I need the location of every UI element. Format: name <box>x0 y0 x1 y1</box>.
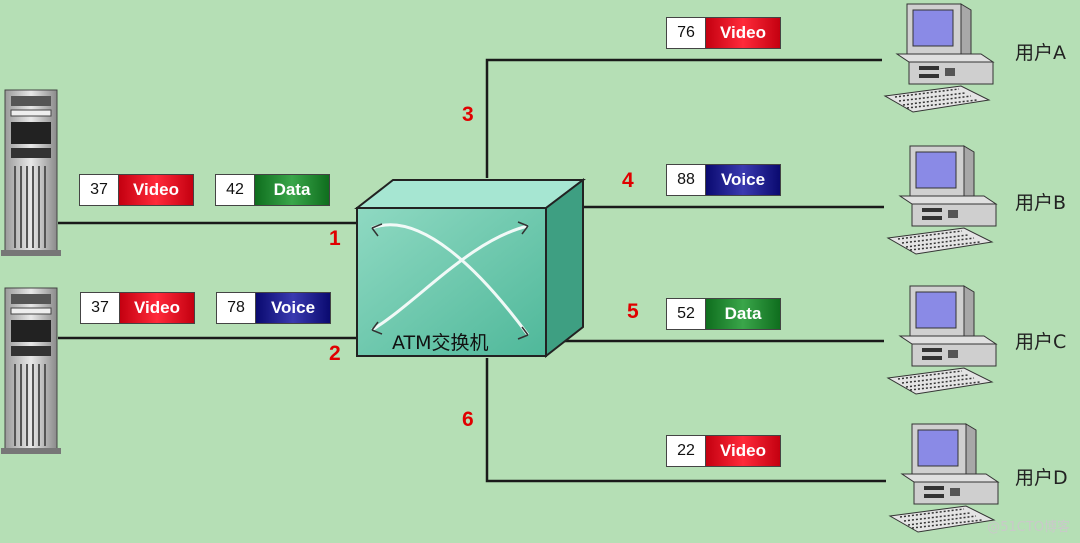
server-tower-icon <box>0 287 62 455</box>
desktop-computer-icon <box>887 145 997 255</box>
port-number: 1 <box>329 227 341 250</box>
cell-number: 22 <box>667 436 706 466</box>
cell-type: Voice <box>256 293 330 323</box>
port-number: 2 <box>329 342 341 365</box>
cell-number: 76 <box>667 18 706 48</box>
port-number: 6 <box>462 408 474 431</box>
cell-type: Data <box>255 175 329 205</box>
cell-type: Data <box>706 299 780 329</box>
user-label: 用户A <box>1015 42 1066 64</box>
atm-cell: 78 Voice <box>216 292 331 324</box>
atm-cell: 37 Video <box>79 174 194 206</box>
atm-cell: 37 Video <box>80 292 195 324</box>
atm-cell: 76 Video <box>666 17 781 49</box>
desktop-computer-icon <box>889 423 999 533</box>
user-label: 用户C <box>1015 331 1067 353</box>
atm-cell: 42 Data <box>215 174 330 206</box>
cell-number: 78 <box>217 293 256 323</box>
cell-type: Video <box>706 436 780 466</box>
atm-cell: 52 Data <box>666 298 781 330</box>
desktop-computer-icon <box>884 3 994 113</box>
user-label: 用户D <box>1015 467 1068 489</box>
atm-switch <box>354 177 586 359</box>
cell-type: Video <box>120 293 194 323</box>
connection-lines <box>58 58 886 483</box>
server-tower-icon <box>0 89 62 257</box>
watermark: @51CTO博客 <box>987 520 1070 535</box>
atm-cell: 88 Voice <box>666 164 781 196</box>
port-number: 3 <box>462 103 474 126</box>
user-label: 用户B <box>1015 192 1067 214</box>
cell-number: 37 <box>80 175 119 205</box>
cell-type: Voice <box>706 165 780 195</box>
switch-label: ATM交换机 <box>392 332 489 354</box>
cell-number: 52 <box>667 299 706 329</box>
atm-cell: 22 Video <box>666 435 781 467</box>
desktop-computer-icon <box>887 285 997 395</box>
port-number: 4 <box>622 169 634 192</box>
port-number: 5 <box>627 300 639 323</box>
cell-number: 88 <box>667 165 706 195</box>
cell-type: Video <box>119 175 193 205</box>
cell-number: 42 <box>216 175 255 205</box>
cell-type: Video <box>706 18 780 48</box>
cell-number: 37 <box>81 293 120 323</box>
